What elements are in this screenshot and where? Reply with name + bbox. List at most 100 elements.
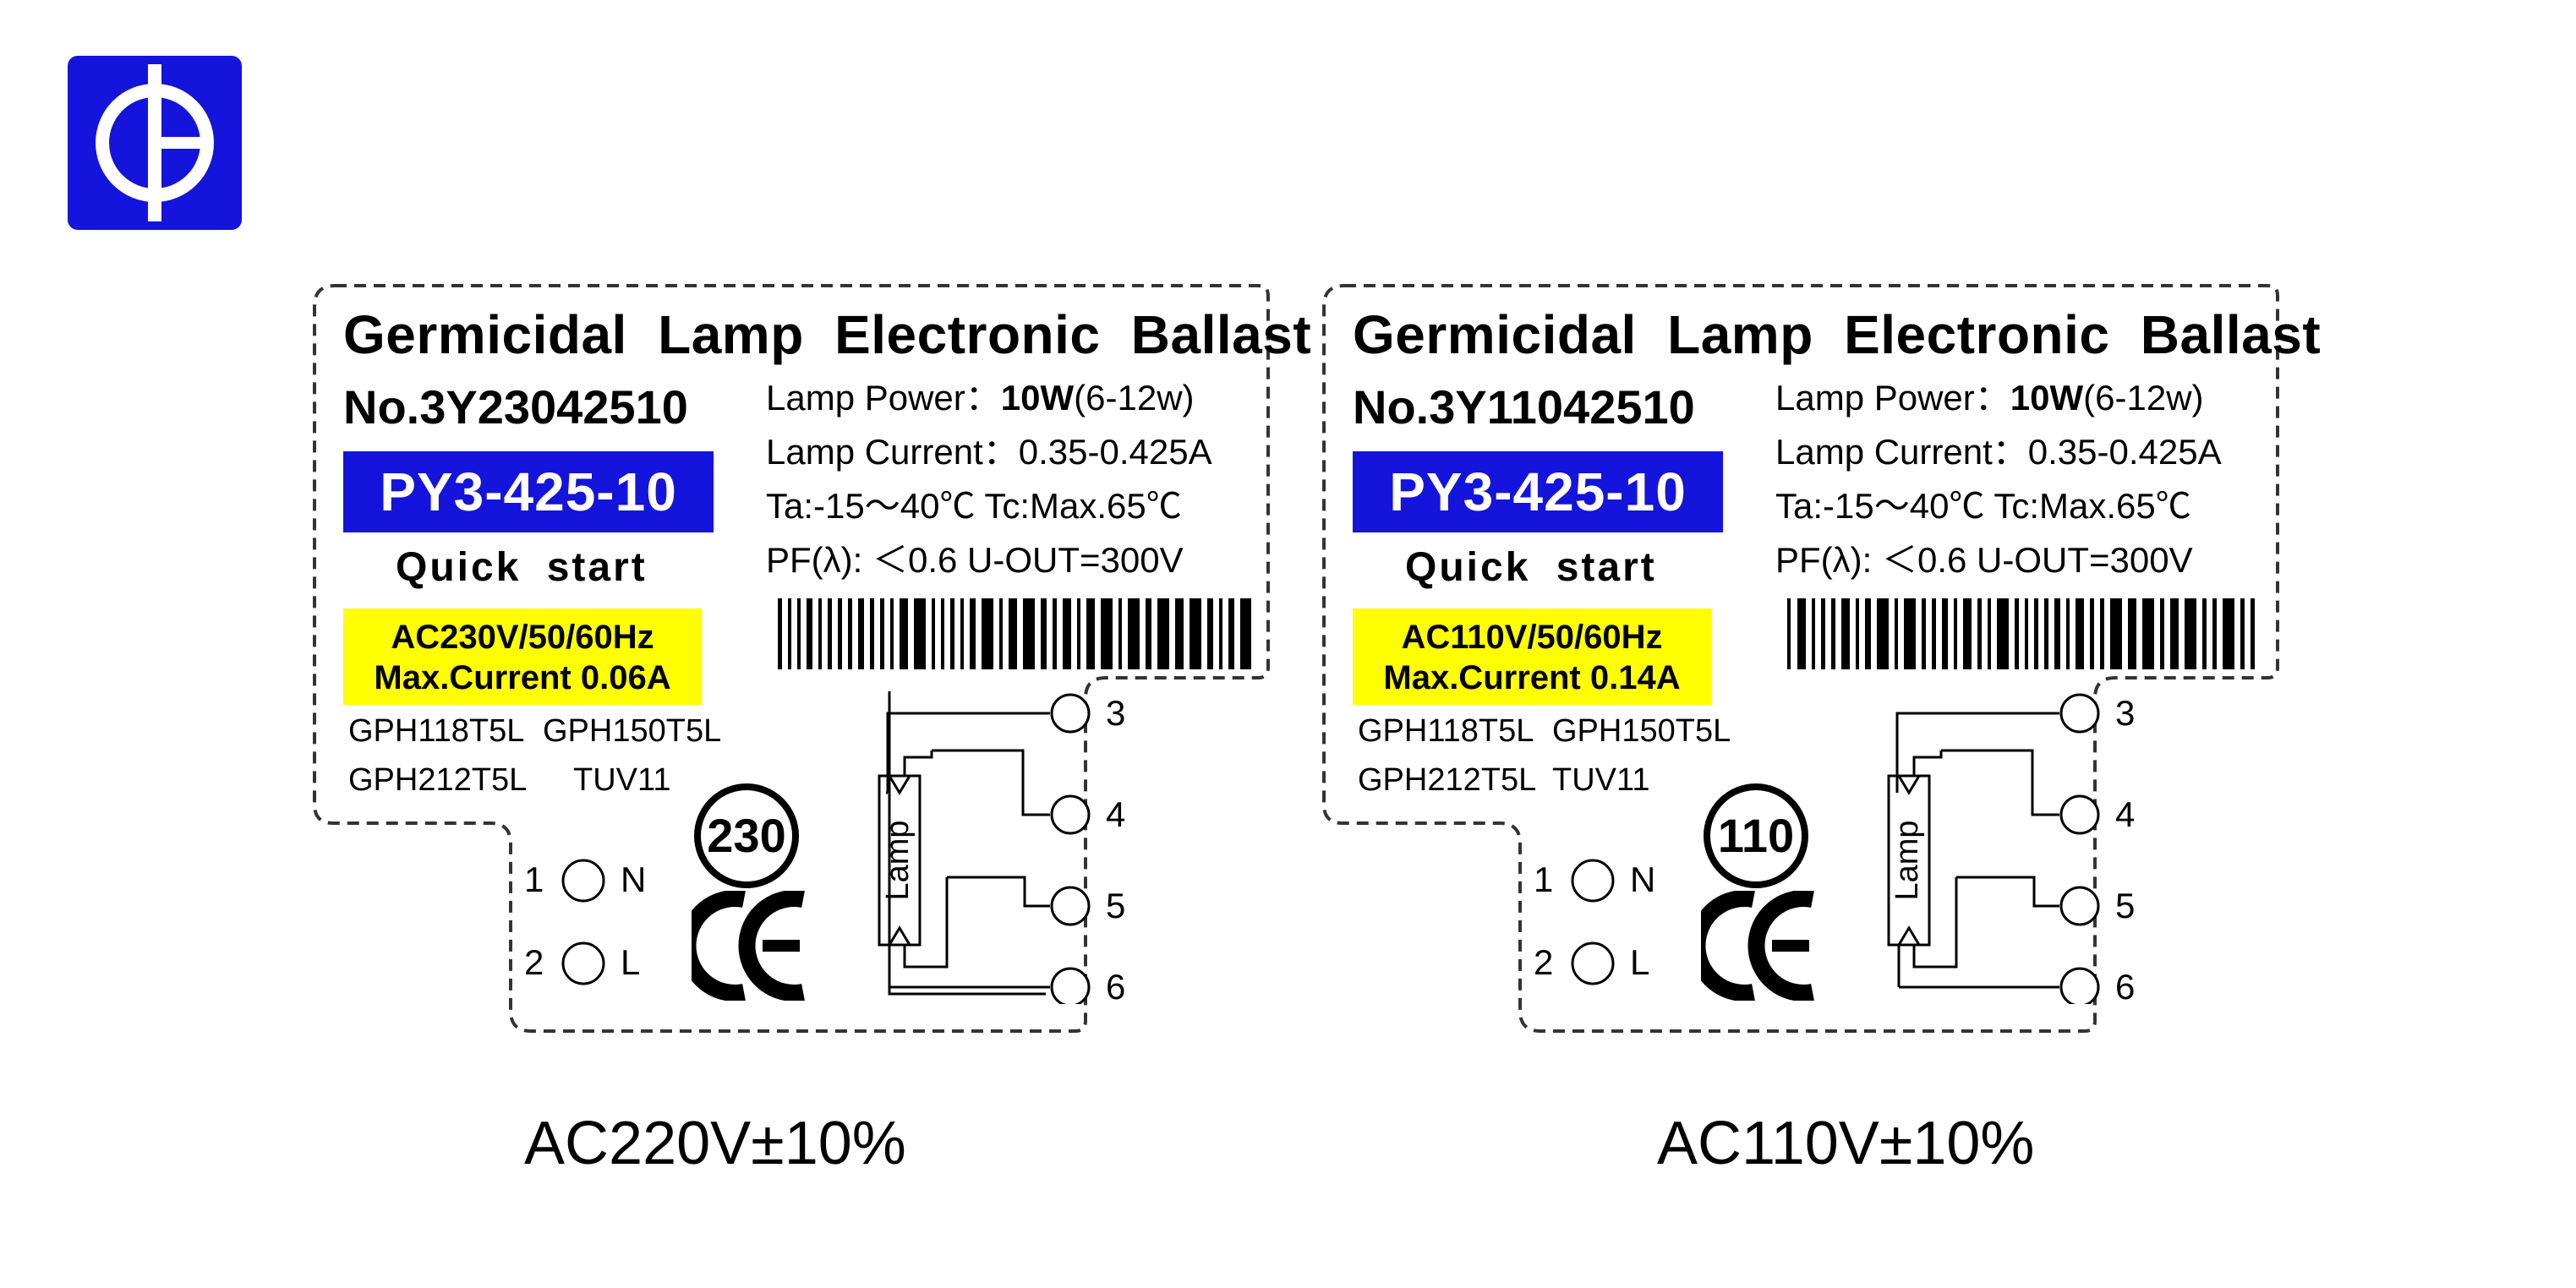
barcode-bar bbox=[2034, 598, 2038, 669]
barcode-bar bbox=[1922, 598, 1926, 669]
barcode-bar bbox=[2223, 598, 2234, 669]
spec-pf: PF(λ): ＜0.6 U-OUT=300V bbox=[766, 540, 1184, 580]
spec-power: Lamp Power：10W(6-12w) bbox=[766, 380, 1195, 416]
lamp-type: GPH150T5L bbox=[1552, 713, 1731, 749]
label-title: Germicidal Lamp Electronic Ballast bbox=[1353, 304, 2322, 365]
barcode-bar bbox=[1146, 598, 1151, 669]
power-range: (6-12w) bbox=[1074, 378, 1195, 418]
voltage-badge-text: 230 bbox=[707, 809, 785, 862]
label-outline bbox=[313, 284, 1270, 1033]
lamp-type: GPH212T5L bbox=[348, 762, 528, 798]
barcode-bar bbox=[2100, 598, 2104, 669]
terminal-circle-icon bbox=[1571, 859, 1615, 903]
barcode-bar bbox=[1053, 598, 1057, 669]
serial-number: No.3Y23042510 bbox=[343, 380, 688, 434]
power-label: Lamp Power： bbox=[766, 378, 1001, 418]
barcode-bar bbox=[2076, 598, 2084, 669]
barcode-bar bbox=[2054, 598, 2060, 669]
barcode-bar bbox=[2025, 598, 2028, 669]
barcode-bar bbox=[2240, 598, 2245, 669]
lamp-type: GPH212T5L bbox=[1358, 762, 1537, 798]
lamp-text: Lamp bbox=[880, 820, 916, 900]
barcode-bar bbox=[2066, 598, 2070, 669]
barcode-bar bbox=[858, 598, 864, 669]
power-value: 10W bbox=[1000, 378, 1075, 418]
barcode-bar bbox=[1118, 598, 1122, 669]
barcode-bar bbox=[1787, 598, 1791, 669]
lamp-type: GPH118T5L bbox=[1358, 713, 1534, 749]
supply-box: AC230V/50/60Hz Max.Current 0.06A bbox=[343, 609, 702, 705]
barcode-bar bbox=[900, 598, 908, 669]
barcode-bar bbox=[807, 598, 812, 669]
barcode-bar bbox=[1063, 598, 1071, 669]
barcode-bar bbox=[1865, 598, 1871, 669]
spec-temp: Ta:-15～40℃ Tc:Max.65℃ bbox=[1775, 486, 2191, 526]
power-value: 10W bbox=[2010, 378, 2084, 418]
model-badge: PY3-425-10 bbox=[1353, 451, 1723, 532]
wiring-diagram: Lamp 3 4 5 6 bbox=[1887, 693, 2135, 1004]
barcode-bar bbox=[828, 598, 832, 669]
caption-110v: AC110V±10% bbox=[1657, 1110, 2035, 1177]
barcode-bar bbox=[1856, 598, 1859, 669]
lamp-type: GPH118T5L bbox=[348, 713, 525, 749]
lamp-type: GPH150T5L bbox=[543, 713, 722, 749]
output-terminal-num: 4 bbox=[1106, 794, 1125, 834]
barcode-bar bbox=[1797, 598, 1806, 669]
barcode-bar bbox=[2185, 598, 2196, 669]
barcode-bar bbox=[2090, 598, 2094, 669]
barcode-bar bbox=[797, 598, 801, 669]
output-terminal-num: 5 bbox=[2115, 886, 2135, 925]
output-terminal-num: 5 bbox=[1106, 886, 1125, 925]
supply-voltage: AC230V/50/60Hz bbox=[391, 619, 654, 656]
barcode-bar bbox=[1977, 598, 1982, 669]
lamp-type: TUV11 bbox=[573, 762, 671, 798]
input-terminal-num: 1 bbox=[524, 860, 544, 899]
output-terminal-num: 6 bbox=[1106, 967, 1125, 1004]
barcode-bar bbox=[1175, 598, 1184, 669]
barcode-bar bbox=[788, 598, 791, 669]
spec-temp: Ta:-15～40℃ Tc:Max.65℃ bbox=[766, 486, 1182, 526]
barcode-bar bbox=[1077, 598, 1080, 669]
supply-current: Max.Current 0.14A bbox=[1383, 659, 1681, 696]
barcode-bar bbox=[2160, 598, 2164, 669]
barcode-bar bbox=[1904, 598, 1916, 669]
voltage-badge: 230 bbox=[694, 783, 799, 888]
lamp-type: TUV11 bbox=[1552, 762, 1650, 798]
input-terminal-num: 2 bbox=[524, 942, 544, 982]
barcode-bar bbox=[2015, 598, 2019, 669]
barcode-bar bbox=[1128, 598, 1140, 669]
barcode-bar bbox=[2202, 598, 2207, 669]
barcode-bar bbox=[1831, 598, 1835, 669]
barcode-bar bbox=[1219, 598, 1222, 669]
barcode-bar bbox=[999, 598, 1003, 669]
barcode-bar bbox=[880, 598, 884, 669]
output-terminal-num: 3 bbox=[2115, 693, 2135, 733]
barcode-bar bbox=[778, 598, 782, 669]
wiring-diagram: Lamp 3 4 5 6 bbox=[878, 691, 1125, 1004]
output-terminal-num: 3 bbox=[1106, 693, 1125, 733]
barcode-bar bbox=[1877, 598, 1889, 669]
barcode-bar bbox=[1821, 598, 1825, 669]
barcode-bar bbox=[1207, 598, 1213, 669]
barcode-bar bbox=[941, 598, 944, 669]
barcode-bar bbox=[1988, 598, 1991, 669]
supply-current: Max.Current 0.06A bbox=[374, 659, 671, 696]
start-mode: Quick start bbox=[1405, 545, 1657, 590]
power-label: Lamp Power： bbox=[1775, 378, 2010, 418]
terminal-circle-icon bbox=[561, 859, 605, 903]
barcode-bar bbox=[950, 598, 954, 669]
barcode-bar bbox=[970, 598, 976, 669]
barcode-bar bbox=[838, 598, 842, 669]
spec-pf: PF(λ): ＜0.6 U-OUT=300V bbox=[1775, 540, 2193, 580]
input-terminal-name: N bbox=[1630, 860, 1656, 899]
barcode-bar bbox=[1041, 598, 1047, 669]
barcode-bar bbox=[2044, 598, 2048, 669]
terminal-circle-icon bbox=[561, 941, 605, 985]
input-terminal-name: N bbox=[621, 860, 647, 899]
barcode-bar bbox=[1023, 598, 1035, 669]
barcode-bar bbox=[932, 598, 935, 669]
output-terminal-num: 4 bbox=[2115, 794, 2135, 834]
barcode-bar bbox=[1101, 598, 1113, 669]
ce-mark-icon bbox=[1701, 891, 1814, 1001]
barcode-bar bbox=[1157, 598, 1169, 669]
